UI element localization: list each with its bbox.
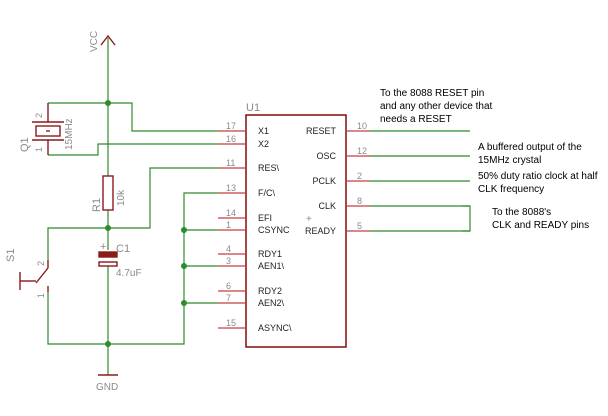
chip-pin-name: READY — [305, 226, 336, 236]
note-clk-line1: To the 8088's — [492, 207, 551, 218]
note-reset-line3: needs a RESET — [380, 114, 452, 125]
chip-pin-number: 2 — [357, 171, 362, 181]
chip-pin-number: 8 — [357, 196, 362, 206]
chip-pin-name: ASYNC\ — [258, 323, 292, 333]
capacitor-c1: + C1 4.7uF — [98, 241, 142, 279]
resistor-r1: R1 10k — [91, 175, 127, 212]
resistor-icon — [102, 175, 114, 211]
switch-pin-top: 2 — [36, 261, 46, 266]
junction-dot — [105, 341, 111, 347]
chip-pin-name: RESET — [306, 126, 337, 136]
junction-dot — [105, 225, 111, 231]
s1-label: S1 — [5, 249, 17, 262]
chip-pin-number: 3 — [226, 256, 231, 266]
chip-pin-number: 15 — [226, 318, 236, 328]
chip-pin-number: 14 — [226, 208, 236, 218]
wires — [47, 38, 471, 375]
r1-value: 10k — [116, 189, 127, 206]
chip-pin-number: 7 — [226, 293, 231, 303]
junction-dot — [181, 263, 187, 269]
chip-pin-number: 11 — [226, 158, 235, 168]
chip-pin-name: RDY2 — [258, 286, 282, 296]
junction-dot — [181, 227, 187, 233]
c1-label: C1 — [116, 243, 130, 255]
chip-plus: + — [306, 214, 312, 225]
note-pclk-line2: CLK frequency — [478, 184, 544, 195]
note-reset-line2: and any other device that — [380, 101, 493, 112]
q1-label: Q1 — [19, 137, 31, 152]
gnd-label: GND — [96, 382, 118, 393]
chip-pin-number: 5 — [357, 221, 362, 231]
chip-pin-name: RES\ — [258, 163, 280, 173]
chip-pin-name: X2 — [258, 139, 269, 149]
crystal-q1: 2 1 Q1 15MHz — [19, 103, 75, 155]
q1-value: 15MHz — [64, 118, 75, 150]
chip-pin-number: 12 — [357, 146, 367, 156]
chip-pin-number: 13 — [226, 183, 236, 193]
crystal-pin-top: 2 — [34, 113, 44, 118]
chip-pin-name: RDY1 — [258, 249, 282, 259]
r1-label: R1 — [91, 198, 103, 212]
note-osc-line2: 15MHz crystal — [478, 155, 541, 166]
chip-pin-name: X1 — [258, 126, 269, 136]
chip-pin-name: F/C\ — [258, 188, 275, 198]
switch-icon — [19, 260, 49, 292]
crystal-icon — [32, 103, 64, 155]
junction-dot — [105, 100, 111, 106]
switch-pin-bottom: 1 — [36, 293, 46, 298]
annotations: To the 8088 RESET pin and any other devi… — [380, 88, 598, 231]
vcc-arrow-icon — [100, 34, 116, 46]
note-osc-line1: A buffered output of the — [478, 142, 582, 153]
u1-label: U1 — [246, 102, 260, 114]
chip-pin-number: 16 — [226, 134, 236, 144]
chip-pin-name: AEN2\ — [258, 298, 285, 308]
c1-plus: + — [100, 241, 106, 253]
note-clk-line2: CLK and READY pins — [492, 220, 589, 231]
chip-pin-name: PCLK — [312, 176, 336, 186]
chip-pin-number: 17 — [226, 121, 236, 131]
chip-pin-name: CSYNC — [258, 225, 290, 235]
capacitor-icon — [98, 251, 118, 267]
chip-pin-name: EFI — [258, 213, 272, 223]
crystal-pin-bottom: 1 — [34, 147, 44, 152]
chip-pin-name: OSC — [316, 151, 336, 161]
vcc-label: VCC — [89, 31, 100, 52]
note-reset-line1: To the 8088 RESET pin — [380, 88, 484, 99]
chip-pin-number: 6 — [226, 281, 231, 291]
c1-value: 4.7uF — [116, 268, 142, 279]
chip-pin-number: 4 — [226, 244, 231, 254]
junction-dot — [181, 300, 187, 306]
note-pclk-line1: 50% duty ratio clock at half — [478, 171, 598, 182]
switch-s1: 2 1 S1 — [5, 249, 49, 298]
chip-pin-name: AEN1\ — [258, 261, 285, 271]
chip-pin-name: CLK — [318, 201, 336, 211]
junctions — [105, 100, 187, 347]
chip-pin-number: 1 — [226, 220, 231, 230]
chip-pin-number: 10 — [357, 121, 367, 131]
